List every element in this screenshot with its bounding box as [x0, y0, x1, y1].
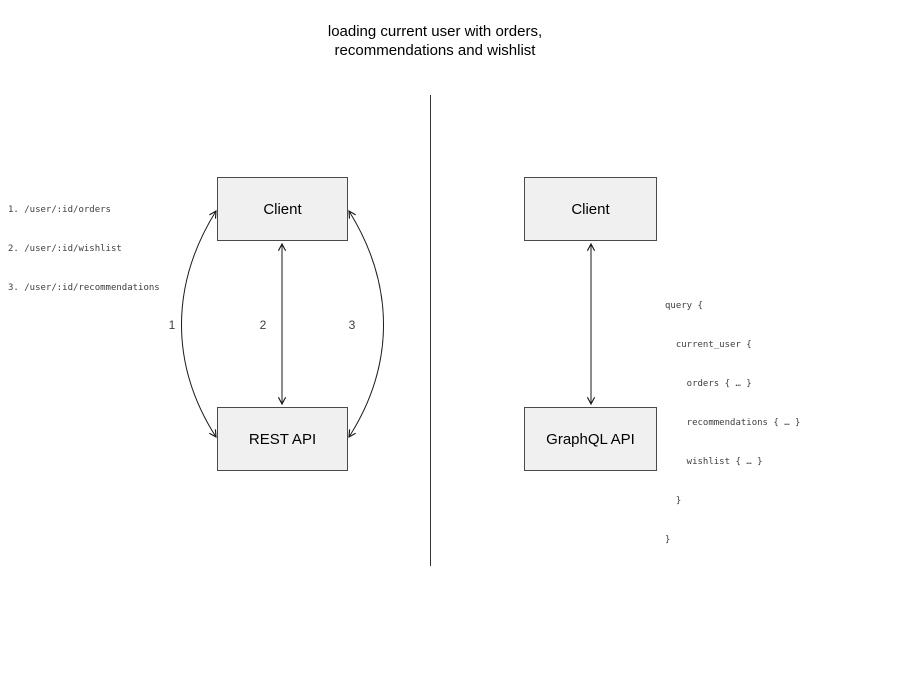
query-code-line: recommendations { … }: [665, 418, 801, 428]
rest-endpoint-line: 2. /user/:id/wishlist: [8, 244, 122, 254]
rest-endpoint-line: 3. /user/:id/recommendations: [8, 283, 160, 293]
query-code-line: wishlist { … }: [665, 457, 763, 467]
diagram-title-line-1: loading current user with orders,: [327, 23, 543, 40]
rest-endpoint-list: 1. /user/:id/orders 2. /user/:id/wishlis…: [8, 178, 160, 321]
rest-api-box: REST API: [217, 407, 348, 471]
rest-endpoint-line: 1. /user/:id/orders: [8, 205, 111, 215]
graphql-api-label: GraphQL API: [546, 430, 635, 448]
arrow-label-2: 2: [259, 318, 267, 332]
rest-arrow-1-curved-left: [181, 209, 217, 439]
arrow-label-1: 1: [168, 318, 176, 332]
query-code-line: }: [665, 496, 682, 506]
left-client-label: Client: [263, 200, 302, 218]
query-code-line: }: [665, 535, 671, 545]
query-code-line: current_user {: [665, 340, 752, 350]
right-client-label: Client: [571, 200, 610, 218]
right-client-box: Client: [524, 177, 657, 241]
diagram-title-line-2: recommendations and wishlist: [334, 42, 536, 59]
diagram-title: loading current user with orders, recomm…: [0, 22, 870, 60]
query-code-line: query {: [665, 301, 703, 311]
left-client-box: Client: [217, 177, 348, 241]
rest-api-label: REST API: [248, 430, 317, 448]
graphql-query-snippet: query { current_user { orders { … } reco…: [665, 274, 800, 573]
graphql-api-box: GraphQL API: [524, 407, 657, 471]
arrow-label-3: 3: [348, 318, 356, 332]
query-code-line: orders { … }: [665, 379, 752, 389]
